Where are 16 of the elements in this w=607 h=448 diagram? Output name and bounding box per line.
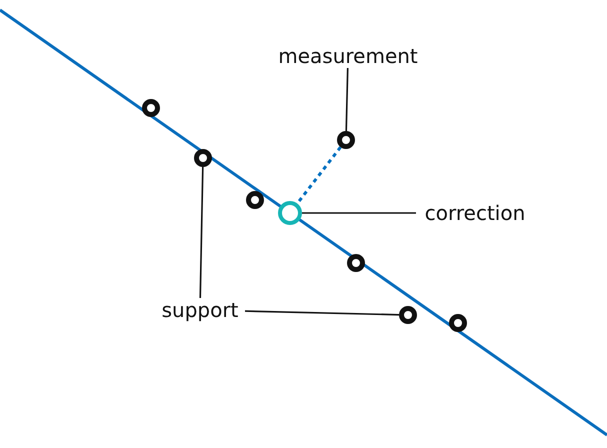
data-point [246, 191, 264, 209]
correction-point [278, 201, 302, 225]
leader-line [244, 310, 400, 316]
data-point [347, 254, 365, 272]
leader-line [302, 212, 416, 214]
data-point [449, 314, 467, 332]
data-point [399, 306, 417, 324]
callout-label: support [155, 298, 245, 322]
dotted-line [296, 146, 342, 204]
callout-label: correction [416, 201, 534, 225]
leader-line [345, 68, 349, 132]
callout-label: measurement [270, 44, 426, 68]
data-point [142, 99, 160, 117]
data-point [337, 131, 355, 149]
leader-line [199, 166, 204, 298]
data-point [194, 149, 212, 167]
